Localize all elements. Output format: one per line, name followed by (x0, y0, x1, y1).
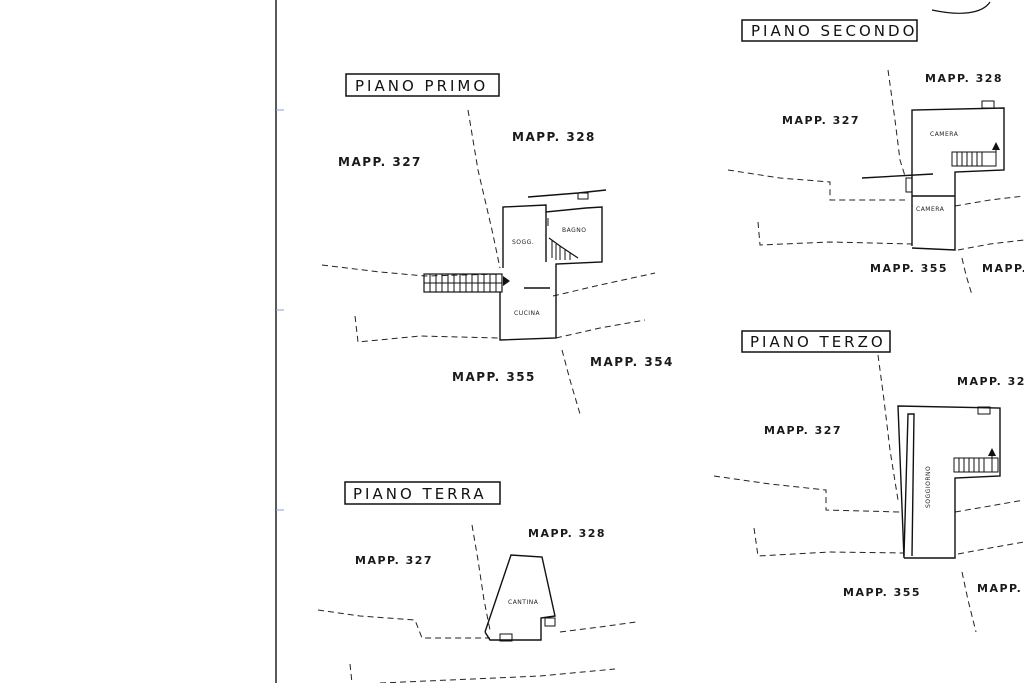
plan-title: PIANO PRIMO (355, 77, 488, 95)
parcel-label: MAPP. 355 (452, 370, 536, 384)
room-label: SOGGIORNO (925, 466, 932, 508)
boundary-line (753, 527, 905, 557)
boundary-line (713, 475, 901, 513)
building-wall (527, 189, 607, 198)
border-flourish (931, 1, 991, 14)
boundary-line (559, 621, 637, 633)
boundary-line (552, 272, 656, 297)
boundary-line (379, 668, 616, 683)
building-wall (484, 554, 556, 641)
title-frame (741, 330, 891, 353)
building-wall (499, 204, 603, 341)
boundary-line (354, 315, 501, 343)
parcel-label: MAPP. 328 (528, 527, 606, 540)
parcel-label: MAPP. 327 (764, 424, 842, 437)
room-label: CUCINA (514, 310, 541, 317)
title-frame (741, 19, 918, 42)
parcel-label: MAPP. (977, 582, 1022, 595)
boundary-line (349, 663, 353, 683)
door-mark (544, 617, 556, 627)
plan-piano-primo: PIANO PRIMO MAPP. 327 MAPP. 328 MAPP. 35… (321, 73, 674, 415)
interior-wall (861, 173, 934, 179)
parcel-label: MAPP. (982, 262, 1024, 275)
door-mark (499, 633, 513, 642)
boundary-line (471, 524, 491, 631)
window-mark (977, 406, 991, 415)
room-label: BAGNO (562, 227, 586, 234)
room-label: SOGG. (512, 239, 534, 246)
boundary-line (555, 319, 646, 339)
staircase (951, 142, 1000, 167)
boundary-line (957, 541, 1024, 555)
boundary-line (877, 354, 899, 501)
parcel-label: MAPP. 355 (843, 586, 921, 599)
staircase (953, 448, 999, 473)
boundary-line (957, 239, 1024, 251)
staircase (547, 218, 579, 260)
plan-piano-terzo: PIANO TERZO MAPP. 327 MAPP. 32 MAPP. 355… (713, 330, 1024, 633)
window-mark (577, 192, 589, 200)
boundary-line (321, 264, 501, 277)
plan-title: PIANO SECONDO (751, 22, 917, 40)
boundary-line (727, 169, 905, 201)
building-wall (911, 107, 1005, 251)
title-frame (344, 481, 501, 505)
parcel-label: MAPP. 354 (590, 355, 674, 369)
building-wall (897, 405, 1001, 559)
boundary-line (961, 571, 977, 633)
parcel-label: MAPP. 327 (355, 554, 433, 567)
parcel-label: MAPP. 328 (512, 130, 596, 144)
parcel-label: MAPP. 327 (338, 155, 422, 169)
plan-piano-terra: PIANO TERRA MAPP. 327 MAPP. 328 CANTINA (317, 481, 637, 683)
boundary-line (467, 109, 501, 269)
building-wall (903, 413, 915, 557)
door-mark (905, 177, 913, 193)
boundary-line (887, 69, 906, 177)
plan-title: PIANO TERZO (750, 333, 886, 351)
parcel-label: MAPP. 327 (782, 114, 860, 127)
boundary-line (961, 257, 973, 296)
boundary-line (954, 499, 1024, 513)
room-label: CAMERA (916, 206, 945, 213)
parcel-label: MAPP. 355 (870, 262, 948, 275)
room-label: CANTINA (508, 599, 539, 606)
window-mark (981, 100, 995, 109)
plan-piano-secondo: PIANO SECONDO MAPP. 327 MAPP. 328 MAPP. … (727, 1, 1024, 296)
staircase (423, 273, 510, 293)
boundary-line (561, 349, 581, 415)
plan-title: PIANO TERRA (353, 485, 487, 503)
room-label: CAMERA (930, 131, 959, 138)
parcel-label: MAPP. 32 (957, 375, 1024, 388)
title-frame (345, 73, 500, 97)
parcel-label: MAPP. 328 (925, 72, 1003, 85)
boundary-line (317, 609, 490, 639)
boundary-line (954, 195, 1024, 207)
boundary-line (757, 221, 913, 246)
